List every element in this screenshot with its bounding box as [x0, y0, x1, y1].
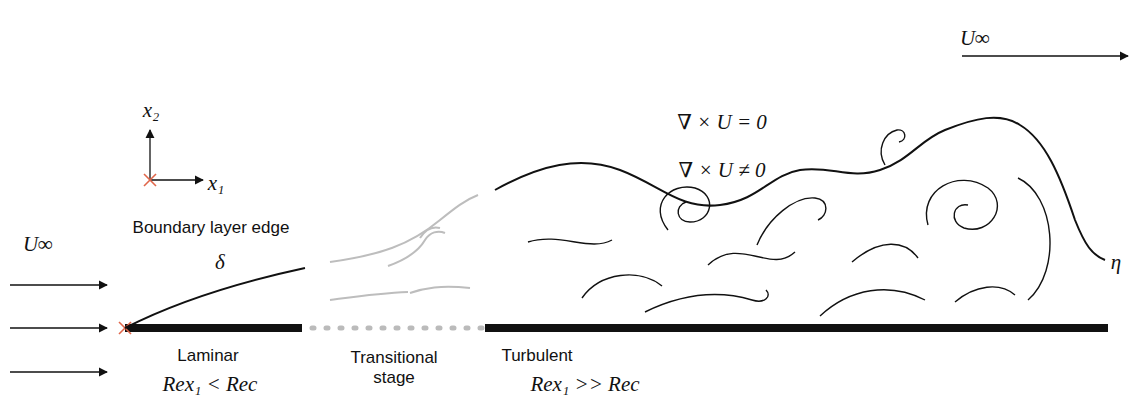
regime-condition: Rex₁ >> Rec — [530, 372, 639, 396]
rotational-condition: ∇ × U ≠ 0 — [678, 158, 765, 182]
edge-symbol: η — [1111, 250, 1121, 274]
laminar-edge — [125, 268, 305, 328]
regime-name: Turbulent — [501, 346, 572, 366]
regime-name: Transitional stage — [338, 348, 450, 387]
transitional-curves — [330, 195, 478, 300]
freestream-velocity: U∞ — [960, 26, 990, 50]
origin-marks — [119, 174, 156, 334]
regime-name: Laminar — [177, 346, 238, 366]
freestream-velocity: U∞ — [23, 232, 53, 256]
inflow-arrows — [10, 56, 1128, 372]
wall-turbulent — [485, 324, 1108, 332]
wall-transitional — [312, 326, 482, 331]
axis-label: x₂ — [143, 98, 160, 122]
eddies — [528, 130, 1050, 316]
irrotational-condition: ∇ × U = 0 — [677, 110, 767, 134]
edge-caption: Boundary layer edge — [133, 218, 290, 238]
wall-laminar — [125, 324, 302, 332]
regime-condition: Rex₁ < Rec — [163, 372, 258, 396]
turbulent-edge — [495, 118, 1105, 260]
axes — [150, 130, 203, 180]
axis-label: x₁ — [208, 171, 225, 195]
thickness-symbol: δ — [215, 250, 225, 274]
